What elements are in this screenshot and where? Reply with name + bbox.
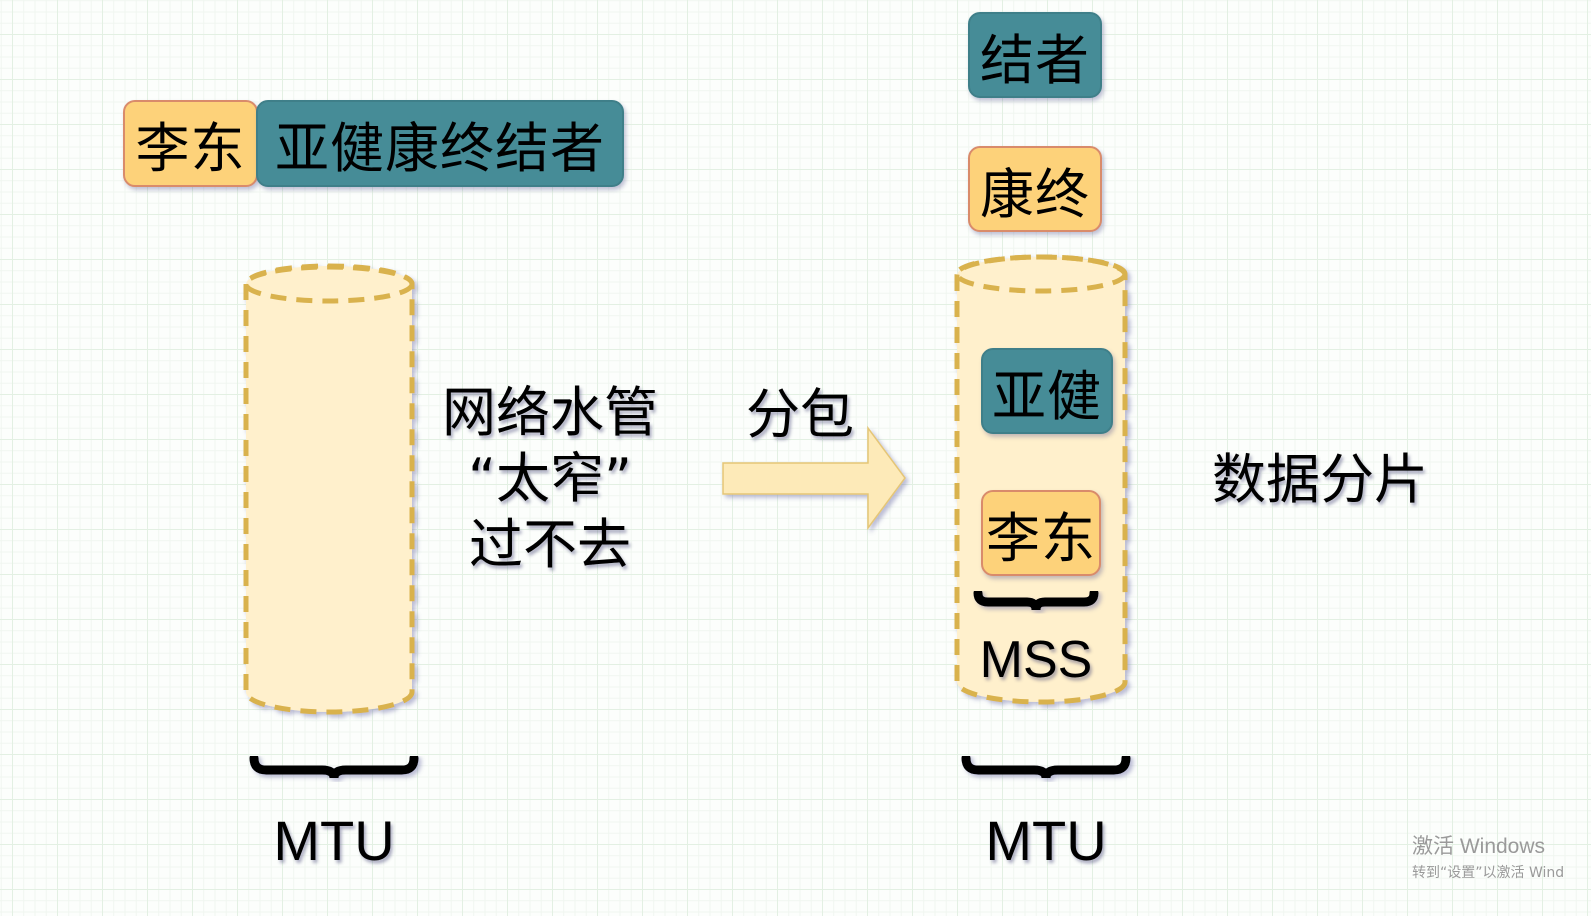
pipe-caption-line-1: 网络水管: [442, 381, 658, 444]
pipe-caption-line-3: 过不去: [469, 513, 631, 576]
left-mtu-label: MTU: [273, 809, 395, 872]
packet-head-box: 李东: [123, 100, 258, 187]
activation-watermark: 激活 Windows 转到“设置”以激活 Wind: [1412, 830, 1564, 882]
mss-label: MSS: [979, 631, 1093, 689]
fragment-box-4: 李东: [981, 490, 1101, 576]
packet-body-text: 亚健康终结者: [275, 117, 605, 180]
arrow-label: 分包: [746, 383, 854, 446]
fragment-box-2: 康终: [968, 146, 1102, 232]
arrow-right-icon: [722, 425, 906, 531]
packet-body-box: 亚健康终结者: [256, 100, 624, 187]
right-mtu-label: MTU: [985, 809, 1107, 872]
fragment-box-3: 亚健: [981, 348, 1113, 434]
watermark-title: 激活 Windows: [1412, 835, 1546, 858]
fragmentation-caption: 数据分片: [1212, 448, 1428, 511]
fragment-text-1: 结者: [980, 28, 1090, 92]
fragment-text-2: 康终: [980, 162, 1090, 226]
fragment-box-1: 结者: [968, 12, 1102, 98]
pipe-caption-line-2: “太窄”: [468, 447, 632, 510]
pipe-caption: 网络水管 “太窄” 过不去: [430, 380, 670, 578]
fragment-text-3: 亚健: [992, 364, 1102, 428]
right-pipe-top: [954, 254, 1128, 294]
watermark-subtitle: 转到“设置”以激活 Wind: [1412, 865, 1565, 881]
left-pipe-top: [243, 264, 415, 304]
packet-head-text: 李东: [135, 117, 246, 180]
fragment-text-4: 李东: [986, 506, 1096, 570]
